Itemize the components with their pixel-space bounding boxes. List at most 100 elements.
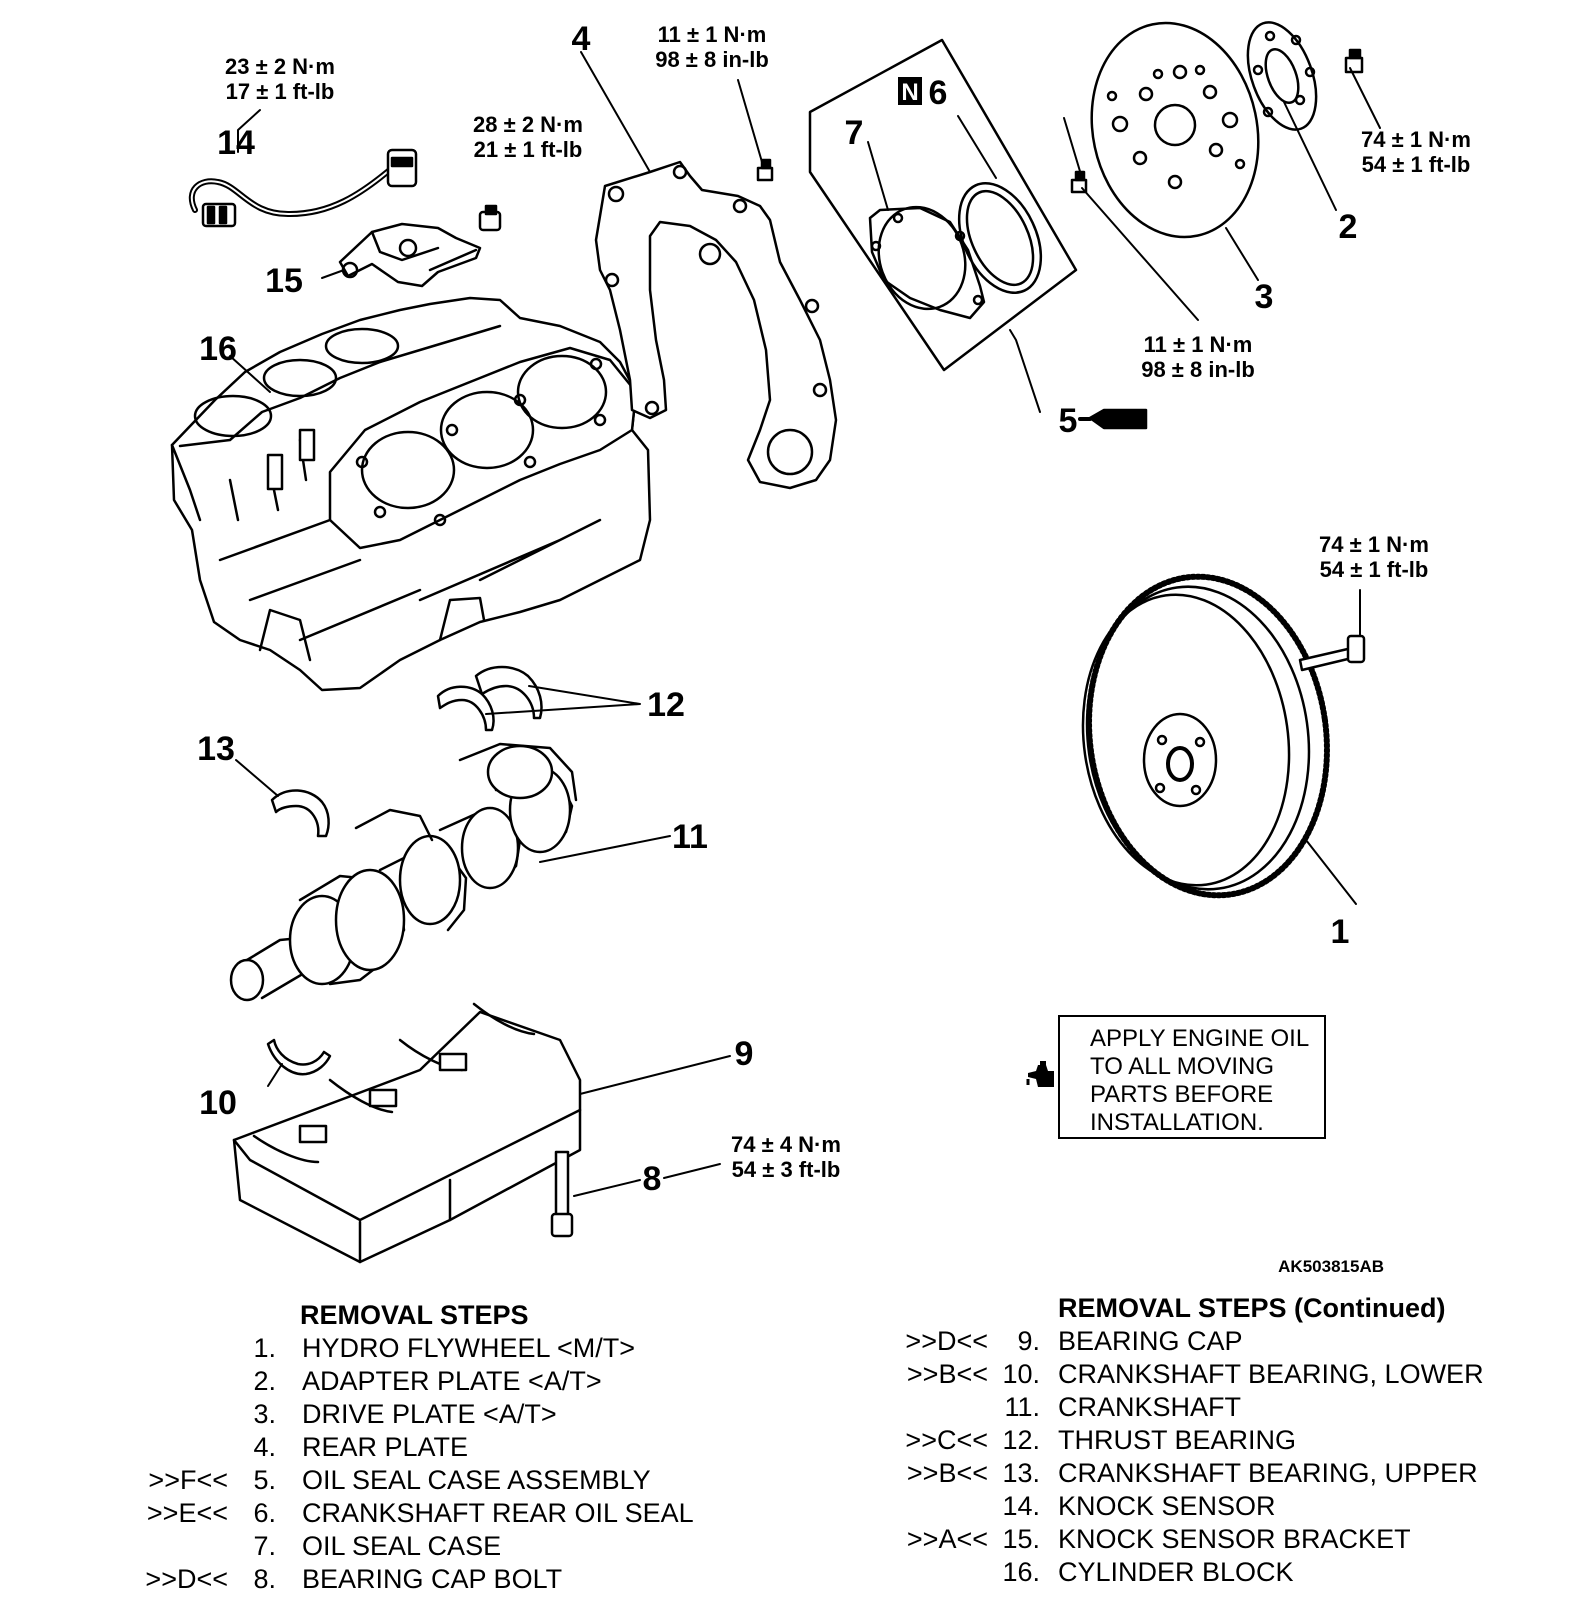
hydro-flywheel bbox=[1081, 573, 1330, 899]
oil-can-icon bbox=[1026, 1061, 1054, 1087]
torque-5-imperial: 98 ± 8 in-lb bbox=[1141, 357, 1255, 382]
callout-16: 16 bbox=[199, 330, 237, 368]
callout-labels: 1 2 3 4 5 6 7 8 9 10 11 12 13 14 15 16 bbox=[197, 20, 1357, 1198]
step-text: KNOCK SENSOR bbox=[1058, 1491, 1276, 1521]
step-code: >>B<< bbox=[906, 1458, 988, 1488]
removal-steps: REMOVAL STEPS 1. HYDRO FLYWHEEL <M/T> 2. A… bbox=[140, 1300, 740, 1620]
step-code: >>F<< bbox=[148, 1465, 228, 1495]
callout-6: 6 bbox=[929, 74, 948, 112]
rear-plate bbox=[594, 160, 838, 490]
step-number: 4. bbox=[253, 1432, 276, 1462]
callout-9: 9 bbox=[735, 1035, 754, 1073]
step-text: HYDRO FLYWHEEL <M/T> bbox=[302, 1333, 636, 1363]
step-text: ADAPTER PLATE <A/T> bbox=[302, 1366, 602, 1396]
step-text: DRIVE PLATE <A/T> bbox=[302, 1399, 557, 1429]
step-number: 7. bbox=[253, 1531, 276, 1561]
step-code: >>D<< bbox=[145, 1564, 228, 1594]
rear-plate-bolt bbox=[756, 158, 774, 182]
knock-sensor-bracket bbox=[338, 222, 482, 288]
step-number: 11. bbox=[1004, 1392, 1040, 1422]
step-number: 16. bbox=[1002, 1557, 1040, 1587]
adapter-plate bbox=[1246, 21, 1318, 131]
step-number: 15. bbox=[1002, 1524, 1040, 1554]
callout-10: 10 bbox=[199, 1084, 237, 1122]
step-code: >>C<< bbox=[905, 1425, 988, 1455]
step-text: CRANKSHAFT BEARING, LOWER bbox=[1058, 1359, 1484, 1389]
torque-4-metric: 11 ± 1 N·m bbox=[658, 22, 767, 47]
torque-2-metric: 74 ± 1 N·m bbox=[1361, 127, 1471, 152]
callout-2: 2 bbox=[1339, 208, 1358, 246]
thrust-bearing bbox=[436, 665, 543, 732]
callout-8: 8 bbox=[643, 1160, 662, 1198]
step-text: CRANKSHAFT BEARING, UPPER bbox=[1058, 1458, 1478, 1488]
crankshaft-rear-oil-seal bbox=[957, 182, 1043, 294]
oil-seal-case bbox=[868, 205, 986, 320]
cylinder-block bbox=[170, 296, 652, 692]
step-text: OIL SEAL CASE bbox=[302, 1531, 502, 1561]
flywheel-bolt bbox=[1298, 634, 1366, 672]
torque-1-metric: 74 ± 1 N·m bbox=[1319, 532, 1429, 557]
step-number: 14. bbox=[1002, 1491, 1040, 1521]
sealant-tube-icon bbox=[1078, 408, 1148, 430]
step-number: 1. bbox=[253, 1333, 276, 1363]
torque-8-imperial: 54 ± 3 ft-lb bbox=[732, 1157, 841, 1182]
callout-14: 14 bbox=[217, 124, 255, 162]
step-text: REAR PLATE bbox=[302, 1432, 469, 1462]
step-number: 2. bbox=[253, 1366, 276, 1396]
step-number: 6. bbox=[253, 1498, 276, 1528]
engine-oil-note: APPLY ENGINE OIL TO ALL MOVING PARTS BEF… bbox=[1058, 1015, 1326, 1139]
step-text: CRANKSHAFT REAR OIL SEAL bbox=[302, 1498, 694, 1528]
figure-code: AK503815AB bbox=[1278, 1257, 1384, 1276]
knock-sensor bbox=[188, 148, 418, 228]
step-code: >>D<< bbox=[905, 1326, 988, 1356]
callout-3: 3 bbox=[1255, 278, 1274, 316]
removal-steps-continued: REMOVAL STEPS (Continued) >>D<< 9. BEARING… bbox=[898, 1293, 1548, 1613]
step-number: 3. bbox=[253, 1399, 276, 1429]
step-text: BEARING CAP bbox=[1058, 1326, 1243, 1356]
torque-8-metric: 74 ± 4 N·m bbox=[731, 1132, 841, 1157]
step-text: THRUST BEARING bbox=[1058, 1425, 1297, 1455]
crankshaft-bearing-lower bbox=[266, 1038, 332, 1076]
bearing-cap-bolt bbox=[550, 1150, 574, 1238]
step-text: CYLINDER BLOCK bbox=[1058, 1557, 1294, 1587]
bracket-bolt bbox=[478, 204, 502, 232]
exploded-engine-diagram: 1 2 3 4 5 6 7 8 9 10 11 12 13 14 15 16 N… bbox=[170, 20, 1471, 1276]
callout-4: 4 bbox=[572, 20, 591, 58]
callout-5: 5 bbox=[1059, 402, 1078, 440]
leader-lines bbox=[229, 51, 1381, 1197]
callout-12: 12 bbox=[647, 686, 685, 724]
step-text: KNOCK SENSOR BRACKET bbox=[1058, 1524, 1411, 1554]
callout-1: 1 bbox=[1331, 913, 1350, 951]
step-number: 13. bbox=[1002, 1458, 1040, 1488]
torque-14-metric: 23 ± 2 N·m bbox=[225, 54, 335, 79]
step-code: >>A<< bbox=[906, 1524, 988, 1554]
step-text: BEARING CAP BOLT bbox=[302, 1564, 563, 1594]
step-text: CRANKSHAFT bbox=[1058, 1392, 1242, 1422]
bearing-cap bbox=[232, 1002, 582, 1264]
torque-15-imperial: 21 ± 1 ft-lb bbox=[474, 137, 583, 162]
drive-plate bbox=[1090, 21, 1260, 239]
note-line: PARTS BEFORE bbox=[1090, 1081, 1274, 1108]
torque-2-imperial: 54 ± 1 ft-lb bbox=[1362, 152, 1471, 177]
torque-specs: 23 ± 2 N·m 17 ± 1 ft-lb 28 ± 2 N·m 21 ± … bbox=[225, 22, 1471, 1182]
note-line: APPLY ENGINE OIL bbox=[1090, 1025, 1310, 1052]
removal-steps-title: REMOVAL STEPS bbox=[300, 1300, 529, 1330]
oil-seal-case-assembly-frame bbox=[808, 38, 1078, 372]
step-number: 9. bbox=[1017, 1326, 1040, 1356]
torque-5-metric: 11 ± 1 N·m bbox=[1144, 332, 1253, 357]
step-code: >>B<< bbox=[906, 1359, 988, 1389]
crankshaft bbox=[229, 742, 578, 1002]
note-line: TO ALL MOVING bbox=[1090, 1053, 1275, 1080]
torque-4-imperial: 98 ± 8 in-lb bbox=[655, 47, 769, 72]
torque-1-imperial: 54 ± 1 ft-lb bbox=[1320, 557, 1429, 582]
callout-15: 15 bbox=[265, 262, 303, 300]
removal-steps-continued-title: REMOVAL STEPS (Continued) bbox=[1058, 1293, 1446, 1323]
note-line: INSTALLATION. bbox=[1090, 1109, 1264, 1136]
callout-13: 13 bbox=[197, 730, 235, 768]
torque-15-metric: 28 ± 2 N·m bbox=[473, 112, 583, 137]
callout-11: 11 bbox=[672, 818, 708, 856]
step-code: >>E<< bbox=[146, 1498, 228, 1528]
torque-14-imperial: 17 ± 1 ft-lb bbox=[226, 79, 335, 104]
crankshaft-bearing-upper bbox=[270, 789, 330, 838]
step-number: 5. bbox=[253, 1465, 276, 1495]
